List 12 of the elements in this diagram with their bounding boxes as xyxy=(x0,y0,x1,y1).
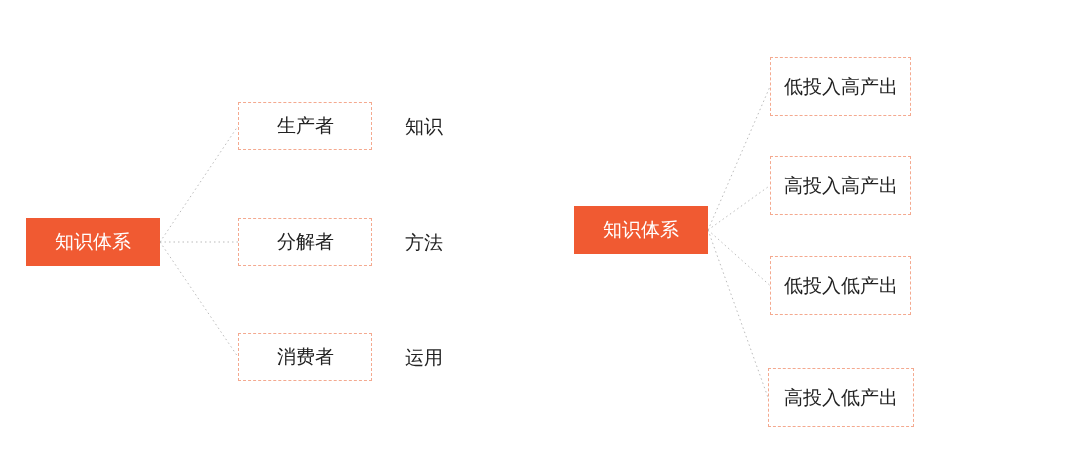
branch-box: 低投入低产出 xyxy=(770,256,911,315)
branch-box: 生产者 xyxy=(238,102,372,150)
branch-box: 高投入高产出 xyxy=(770,156,911,215)
branch-box: 低投入高产出 xyxy=(770,57,911,116)
side-label: 运用 xyxy=(405,345,443,370)
branch-box: 消费者 xyxy=(238,333,372,381)
root-box: 知识体系 xyxy=(574,206,708,254)
side-label: 知识 xyxy=(405,114,443,139)
branch-box: 分解者 xyxy=(238,218,372,266)
root-box: 知识体系 xyxy=(26,218,160,266)
branch-box: 高投入低产出 xyxy=(768,368,914,427)
side-label: 方法 xyxy=(405,230,443,255)
